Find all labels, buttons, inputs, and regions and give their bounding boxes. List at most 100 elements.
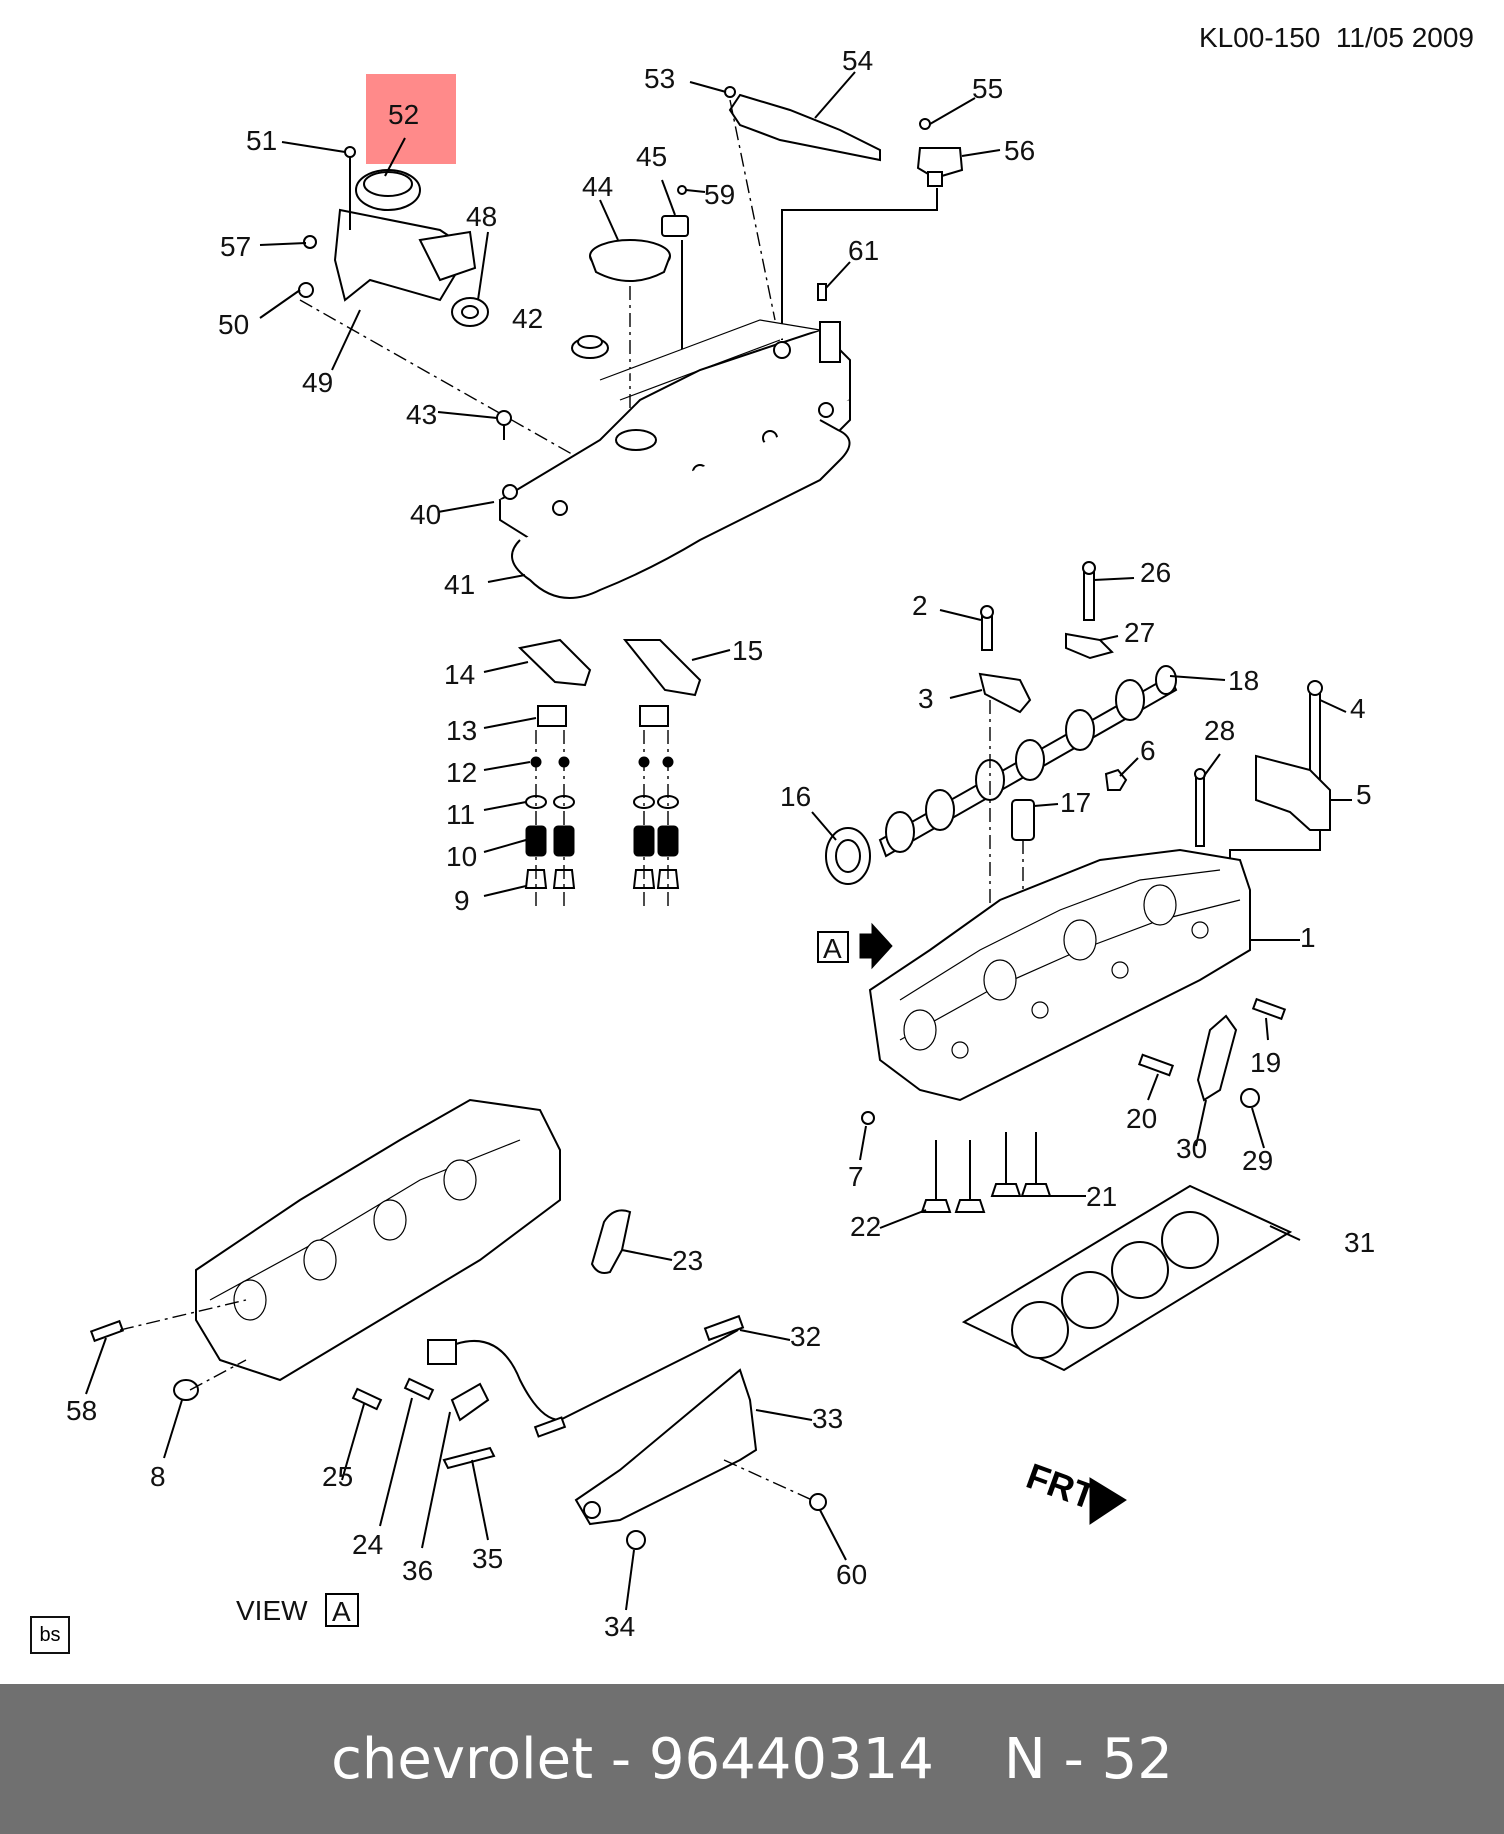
callout-58: 58: [66, 1395, 97, 1426]
callout-53: 53: [644, 63, 675, 94]
callout-33: 33: [812, 1403, 843, 1434]
callout-12: 12: [446, 757, 477, 788]
svg-text:A: A: [332, 1596, 351, 1627]
callout-7: 7: [848, 1161, 864, 1192]
callout-19: 19: [1250, 1047, 1281, 1078]
view-a-label: VIEW A: [236, 1593, 359, 1627]
callout-41: 41: [444, 569, 475, 600]
callout-6: 6: [1140, 735, 1156, 766]
callout-28: 28: [1204, 715, 1235, 746]
callout-21: 21: [1086, 1181, 1117, 1212]
studs-and-bracket: [1137, 997, 1287, 1108]
callout-16: 16: [780, 781, 811, 812]
lower-bolts: [626, 1493, 827, 1550]
callout-57: 57: [220, 231, 251, 262]
front-direction-indicator: FRT: [1021, 1455, 1127, 1525]
callout-15: 15: [732, 635, 763, 666]
callout-43: 43: [406, 399, 437, 430]
callout-29: 29: [1242, 1145, 1273, 1176]
callout-22: 22: [850, 1211, 881, 1242]
callout-45: 45: [636, 141, 667, 172]
callout-2: 2: [912, 590, 928, 621]
callout-9: 9: [454, 885, 470, 916]
camshaft-cap-bolt: [978, 605, 1032, 714]
callout-13: 13: [446, 715, 477, 746]
callout-48: 48: [466, 201, 497, 232]
callout-4: 4: [1350, 693, 1366, 724]
callout-52[interactable]: 52: [388, 99, 419, 130]
callout-8: 8: [150, 1461, 166, 1492]
callout-34: 34: [604, 1611, 635, 1642]
breather-housing-assembly: [298, 146, 601, 471]
callout-24: 24: [352, 1529, 383, 1560]
callout-40: 40: [410, 499, 441, 530]
callout-27: 27: [1124, 617, 1155, 648]
head-gasket: [961, 1184, 1293, 1372]
thrust-cap: [1065, 561, 1114, 660]
callout-26: 26: [1140, 557, 1171, 588]
view-a-marker: A: [817, 922, 893, 970]
wiring-bracket: [724, 86, 881, 321]
callout-59: 59: [704, 179, 735, 210]
hose-clip: [817, 283, 827, 301]
callout-23: 23: [672, 1245, 703, 1276]
knock-sensor-and-probe: [442, 1382, 496, 1470]
callout-14: 14: [444, 659, 475, 690]
callout-30: 30: [1176, 1133, 1207, 1164]
camshaft-position-sensor: [781, 118, 964, 340]
callout-42: 42: [512, 303, 543, 334]
callout-18: 18: [1228, 665, 1259, 696]
callout-20: 20: [1126, 1103, 1157, 1134]
callout-32: 32: [790, 1321, 821, 1352]
callout-35: 35: [472, 1543, 503, 1574]
callout-36: 36: [402, 1555, 433, 1586]
callout-31: 31: [1344, 1227, 1375, 1258]
callout-11: 11: [446, 799, 475, 830]
camshaft: [878, 665, 1178, 858]
highlight-box-52: [366, 74, 456, 164]
footer-ref: N - 52: [1003, 1726, 1173, 1792]
callout-55: 55: [972, 73, 1003, 104]
callout-25: 25: [322, 1461, 353, 1492]
callout-61: 61: [848, 235, 879, 266]
heat-shield: [574, 1368, 758, 1526]
corner-tag: bs: [30, 1616, 70, 1654]
breather-plug: [661, 185, 689, 360]
callout-numbers: 1 2 3 4 5 6 7 8 9 10 11 12 13 14 15 16 1…: [66, 45, 1375, 1642]
callout-3: 3: [918, 683, 934, 714]
callout-49: 49: [302, 367, 333, 398]
svg-text:FRT: FRT: [1021, 1455, 1101, 1517]
exploded-parts-diagram: 52: [66, 45, 1375, 1642]
callout-44: 44: [582, 171, 613, 202]
oil-filler-cap: [571, 239, 671, 440]
sensor-harness: [427, 1314, 745, 1438]
rocker-arms: [517, 638, 702, 727]
cylinder-head-view-a: [195, 1098, 561, 1382]
callout-54: 54: [842, 45, 873, 76]
camshaft-seal: [825, 827, 871, 885]
coolant-outlet: [590, 1209, 632, 1274]
cover-bolt: [496, 410, 512, 440]
callout-1: 1: [1300, 922, 1316, 953]
callout-17: 17: [1060, 787, 1091, 818]
callout-10: 10: [446, 841, 477, 872]
plug-ball: [861, 1111, 875, 1125]
callout-56: 56: [1004, 135, 1035, 166]
svg-text:VIEW: VIEW: [236, 1595, 308, 1626]
footer-separator: -: [610, 1726, 632, 1792]
footer-brand: chevrolet: [331, 1726, 594, 1792]
diagram-code-date: KL00-150 11/05 2009: [1198, 22, 1474, 53]
valve-spring-stack-right: [632, 730, 680, 910]
callout-5: 5: [1356, 779, 1372, 810]
callout-51: 51: [246, 125, 277, 156]
callout-60: 60: [836, 1559, 867, 1590]
footer-bar: chevrolet - 96440314 N - 52: [0, 1684, 1504, 1834]
svg-text:A: A: [823, 933, 842, 964]
cylinder-head: [868, 848, 1251, 1102]
head-stud: [1194, 753, 1221, 847]
callout-50: 50: [218, 309, 249, 340]
valve-spring-stack-left: [524, 730, 576, 910]
small-studs-view-a: [89, 1319, 435, 1411]
valves: [920, 1132, 1052, 1213]
footer-part-number: 96440314: [648, 1726, 934, 1792]
